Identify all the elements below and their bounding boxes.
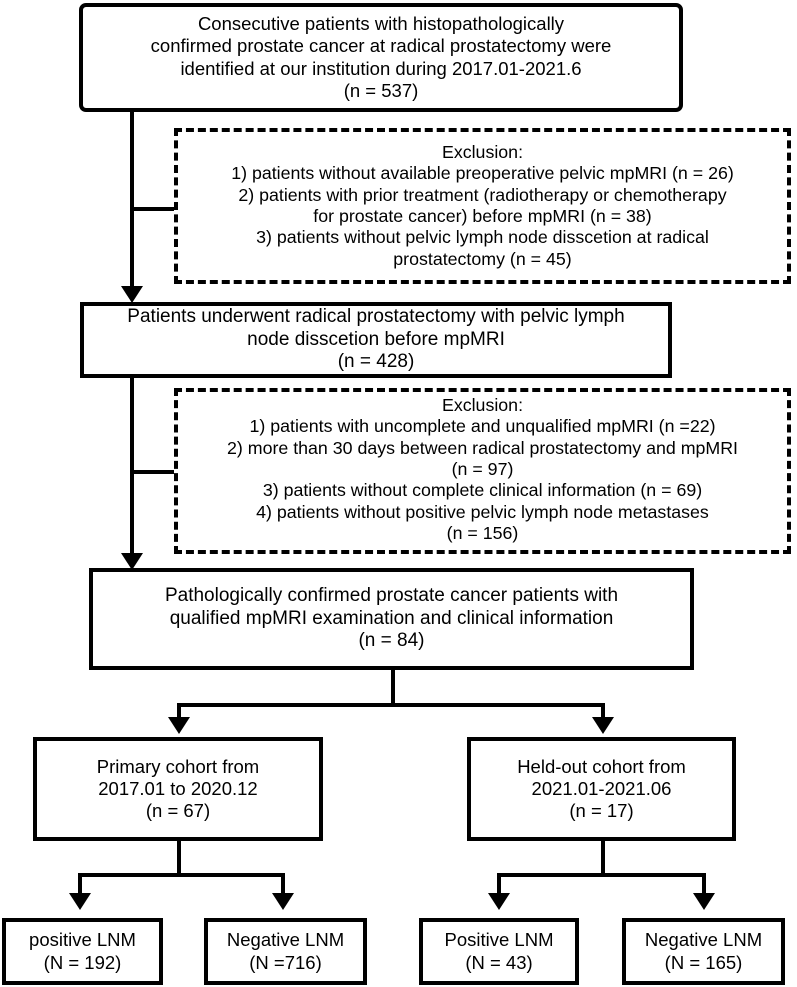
- arrowhead-heldout-cohort: [592, 717, 614, 734]
- exclusion-2-item-2b: (n = 97): [451, 459, 514, 480]
- connector-primary-split-bar: [78, 873, 285, 877]
- primary-cohort-count: (n = 67): [145, 800, 211, 822]
- node-underwent-line-1: Patients underwent radical prostatectomy…: [127, 305, 625, 327]
- node-final-line-2: qualified mpMRI examination and clinical…: [169, 607, 614, 629]
- node-exclusion-1: Exclusion: 1) patients without available…: [174, 128, 791, 284]
- exclusion-2-item-4a: 4) patients without positive pelvic lymp…: [256, 501, 709, 522]
- exclusion-2-heading: Exclusion:: [441, 395, 524, 415]
- primary-positive-label: positive LNM: [29, 929, 136, 951]
- connector-to-primary-negative: [281, 873, 285, 896]
- connector-to-heldout-positive: [497, 873, 501, 896]
- node-final-line-1: Pathologically confirmed prostate cancer…: [164, 584, 619, 606]
- connector-enrolled-to-underwent: [130, 110, 134, 292]
- primary-negative-count: (N =716): [249, 951, 322, 973]
- primary-negative-label: Negative LNM: [226, 929, 345, 951]
- connector-heldout-split-bar: [497, 873, 706, 877]
- heldout-positive-count: (N = 43): [465, 951, 533, 973]
- connector-branch-exclusion-2: [130, 470, 178, 474]
- node-underwent-prostatectomy: Patients underwent radical prostatectomy…: [80, 302, 672, 378]
- arrowhead-heldout-positive: [488, 893, 510, 910]
- node-final-cohort: Pathologically confirmed prostate cancer…: [89, 568, 694, 670]
- arrowhead-primary-positive: [69, 893, 91, 910]
- heldout-cohort-line-2: 2021.01-2021.06: [531, 777, 672, 799]
- heldout-cohort-line-1: Held-out cohort from: [517, 755, 686, 777]
- node-enrolled-line-3: identified at our institution during 201…: [180, 57, 582, 79]
- exclusion-2-item-3: 3) patients without complete clinical in…: [262, 480, 703, 501]
- heldout-cohort-count: (n = 17): [569, 800, 634, 822]
- node-enrolled-count: (n = 537): [343, 79, 419, 101]
- connector-cohort-split-bar: [177, 703, 605, 707]
- exclusion-2-item-2a: 2) more than 30 days between radical pro…: [227, 437, 738, 458]
- node-heldout-negative-lnm: Negative LNM (N = 165): [622, 918, 785, 985]
- exclusion-1-item-2b: for prostate cancer) before mpMRI (n = 3…: [313, 206, 652, 226]
- node-enrolled-line-1: Consecutive patients with histopathologi…: [197, 13, 565, 35]
- arrowhead-heldout-negative: [693, 893, 715, 910]
- arrowhead-primary-cohort: [168, 717, 190, 734]
- connector-to-heldout-negative: [702, 873, 706, 896]
- arrowhead-final: [121, 553, 143, 570]
- exclusion-1-item-3a: 3) patients without pelvic lymph node di…: [256, 227, 709, 248]
- primary-cohort-line-2: 2017.01 to 2020.12: [98, 777, 258, 799]
- connector-branch-exclusion-1: [130, 207, 178, 211]
- connector-to-primary-cohort: [177, 703, 181, 723]
- node-enrolled-patients: Consecutive patients with histopathologi…: [79, 3, 683, 112]
- node-exclusion-2: Exclusion: 1) patients with uncomplete a…: [174, 388, 791, 554]
- connector-to-primary-positive: [78, 873, 82, 896]
- exclusion-1-heading: Exclusion:: [441, 141, 524, 162]
- primary-positive-count: (N = 192): [43, 951, 122, 973]
- node-primary-positive-lnm: positive LNM (N = 192): [2, 918, 163, 985]
- node-heldout-cohort: Held-out cohort from 2021.01-2021.06 (n …: [467, 737, 736, 841]
- node-underwent-count: (n = 428): [337, 351, 415, 373]
- exclusion-1-item-3b: prostatectomy (n = 45): [393, 248, 572, 269]
- node-enrolled-line-2: confirmed prostate cancer at radical pro…: [150, 35, 612, 57]
- connector-final-stem: [391, 670, 395, 707]
- node-underwent-line-2: node disscetion before mpMRI: [247, 328, 505, 350]
- node-primary-negative-lnm: Negative LNM (N =716): [204, 918, 367, 985]
- node-final-count: (n = 84): [358, 630, 425, 652]
- connector-primary-stem: [177, 841, 181, 877]
- connector-to-heldout-cohort: [601, 703, 605, 723]
- arrowhead-primary-negative: [272, 893, 294, 910]
- exclusion-1-item-2a: 2) patients with prior treatment (radiot…: [238, 184, 727, 205]
- primary-cohort-line-1: Primary cohort from: [96, 755, 260, 777]
- exclusion-2-item-4b: (n = 156): [446, 523, 519, 544]
- node-primary-cohort: Primary cohort from 2017.01 to 2020.12 (…: [33, 737, 323, 841]
- heldout-negative-count: (N = 165): [664, 951, 743, 973]
- heldout-positive-label: Positive LNM: [444, 929, 554, 951]
- arrowhead-underwent: [121, 286, 143, 303]
- exclusion-2-item-1: 1) patients with uncomplete and unqualif…: [249, 416, 716, 437]
- connector-heldout-stem: [601, 841, 605, 877]
- exclusion-1-item-1: 1) patients without available preoperati…: [231, 163, 734, 184]
- heldout-negative-label: Negative LNM: [644, 929, 763, 951]
- node-heldout-positive-lnm: Positive LNM (N = 43): [419, 918, 579, 985]
